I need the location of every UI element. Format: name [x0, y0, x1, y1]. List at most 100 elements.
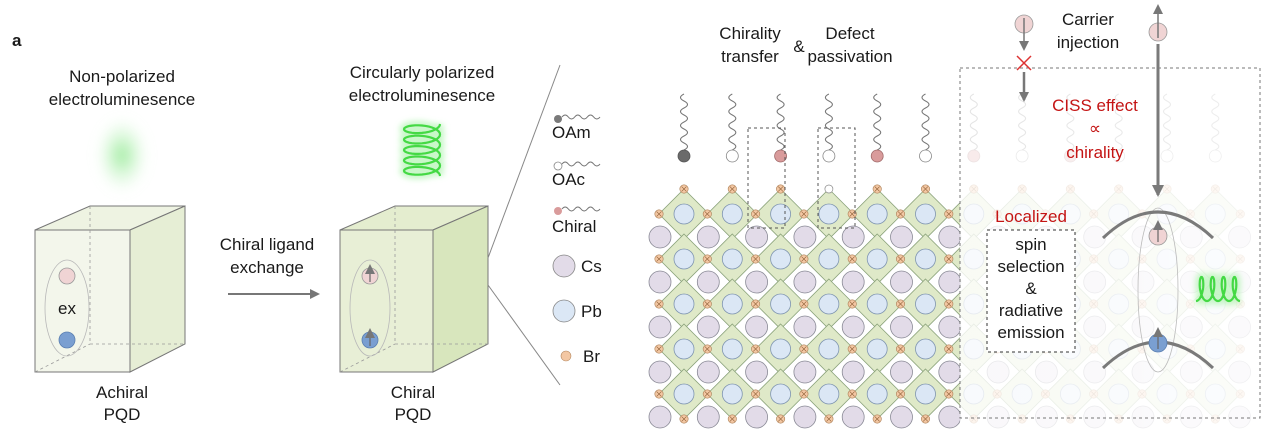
cs-atom — [938, 270, 962, 294]
oam-legend-label: OAm — [552, 123, 591, 142]
br-atom — [920, 414, 930, 424]
br-cross — [874, 186, 880, 192]
br-atom — [776, 184, 786, 194]
br-atom — [847, 344, 857, 354]
circularly-label-2: electroluminesence — [349, 86, 495, 105]
br-cross — [752, 256, 759, 262]
br-atom — [727, 414, 737, 424]
chirality-transfer-label-2: transfer — [721, 47, 779, 66]
pb-atom — [915, 203, 936, 225]
pb-atom — [770, 383, 791, 405]
cs-atom — [841, 405, 865, 429]
pb-atom — [866, 293, 888, 315]
br-cross — [656, 256, 662, 262]
cs-atom — [890, 315, 913, 339]
cs-atom — [938, 360, 962, 384]
br-atom — [847, 209, 857, 219]
br-atom — [872, 414, 882, 424]
chirality-transfer-box — [747, 127, 786, 229]
pb-atom — [866, 203, 888, 225]
ligand-tail — [679, 93, 689, 151]
br-atom — [895, 389, 905, 399]
br-cross — [874, 416, 880, 422]
br-cross — [946, 391, 952, 397]
pb-atom — [866, 383, 888, 405]
pb-legend-icon — [552, 299, 576, 323]
electron-icon — [58, 267, 76, 285]
br-cross — [946, 256, 952, 262]
zoom-line-top — [487, 64, 561, 259]
br-atom — [799, 209, 809, 219]
pb-atom — [673, 338, 695, 360]
chiral-tail — [561, 206, 601, 212]
oac-legend-icon — [553, 161, 563, 171]
nonpolarized-label-1: Non-polarized — [69, 67, 175, 86]
br-atom — [944, 389, 954, 399]
br-atom — [702, 209, 712, 219]
defect-passivation-label-2: passivation — [807, 47, 892, 66]
cs-atom — [841, 225, 865, 249]
circularly-label-1: Circularly polarized — [350, 63, 495, 82]
br-cross — [849, 256, 855, 262]
spin-label: spin — [1015, 235, 1046, 254]
ligand-tail — [824, 93, 833, 151]
pb-atom — [866, 248, 888, 270]
localized-label: Localized — [995, 207, 1067, 226]
exchange-label-2: exchange — [230, 258, 304, 277]
pb-atom — [818, 338, 840, 360]
nonpolarized-glow — [97, 118, 147, 192]
br-cross — [681, 186, 687, 192]
br-atom — [895, 209, 905, 219]
br-cross — [922, 416, 929, 422]
cs-atom — [938, 315, 962, 339]
oac-tail — [561, 161, 601, 167]
chiral-pqd-label-1: Chiral — [391, 383, 435, 402]
br-cross — [777, 186, 784, 192]
br-atom — [654, 344, 664, 354]
br-cross — [704, 346, 710, 352]
ligand-tail — [728, 93, 737, 151]
panel-label: a — [12, 31, 22, 50]
chiral-cube — [339, 205, 489, 373]
cs-atom — [745, 360, 768, 384]
br-cross — [801, 346, 807, 352]
br-atom — [847, 389, 857, 399]
br-cross — [656, 301, 662, 307]
br-atom — [751, 299, 761, 309]
br-atom — [654, 389, 664, 399]
cs-atom — [890, 405, 913, 429]
cs-atom — [696, 225, 720, 249]
defect-passivation-box — [817, 127, 856, 229]
pb-atom — [915, 338, 936, 360]
cs-atom — [745, 225, 768, 249]
br-cross — [801, 301, 807, 307]
cs-atom — [648, 360, 672, 384]
cs-atom — [793, 270, 817, 294]
br-atom — [702, 344, 712, 354]
pb-atom — [770, 338, 791, 360]
br-cross — [752, 346, 759, 352]
chiral-pqd-label-2: PQD — [395, 405, 432, 424]
circular-helix-icon — [399, 120, 445, 180]
cs-atom — [841, 360, 865, 384]
br-atom — [895, 344, 905, 354]
recombination-center — [1101, 207, 1215, 373]
br-atom — [702, 389, 712, 399]
cs-atom — [648, 225, 672, 249]
cs-atom — [696, 270, 720, 294]
pb-atom — [818, 248, 840, 270]
pb-atom — [818, 293, 840, 315]
ligand-head-chiral — [870, 149, 884, 163]
ciss-label-1: CISS effect — [1052, 96, 1138, 115]
br-atom — [776, 414, 786, 424]
cs-atom — [841, 315, 865, 339]
br-atom — [847, 254, 857, 264]
carrier-injection-label-2: injection — [1057, 33, 1119, 52]
br-cross — [801, 256, 807, 262]
ciss-label-3: chirality — [1066, 143, 1124, 162]
br-atom — [751, 254, 761, 264]
br-cross — [729, 416, 735, 422]
br-cross — [897, 301, 904, 307]
cs-atom — [745, 405, 768, 429]
